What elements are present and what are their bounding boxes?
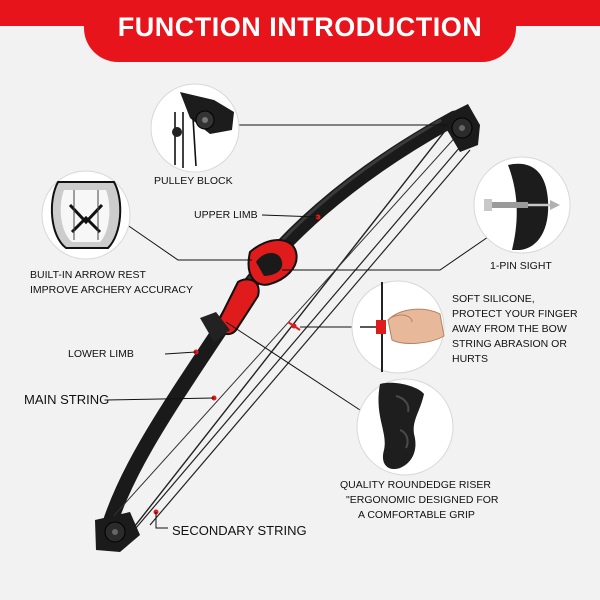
pulley-icon — [172, 92, 234, 168]
leader-secondary-string — [155, 512, 168, 529]
arrow-rest-icon — [50, 181, 122, 249]
sight-detail — [473, 156, 571, 254]
label-riser-2: "ERGONOMIC DESIGNED FOR — [346, 494, 499, 506]
label-secondary-string: SECONDARY STRING — [172, 523, 307, 538]
label-silicone-2: PROTECT YOUR FINGER — [452, 308, 578, 320]
arrow-rest-detail — [41, 170, 131, 260]
label-silicone-1: SOFT SILICONE, — [452, 293, 535, 305]
leader-arrow-rest — [119, 219, 252, 261]
leader-main-string — [105, 397, 215, 401]
finger-icon — [360, 282, 445, 372]
label-silicone-3: AWAY FROM THE BOW — [452, 323, 567, 335]
label-arrow-rest-2: IMPROVE ARCHERY ACCURACY — [30, 284, 193, 296]
sight-pin-icon — [484, 163, 560, 250]
grip-icon — [378, 382, 424, 470]
label-silicone-4: STRING ABRASION OR — [452, 338, 567, 350]
header-tab — [84, 0, 516, 62]
label-riser-3: A COMFORTABLE GRIP — [358, 509, 475, 521]
label-main-string: MAIN STRING — [24, 392, 110, 407]
leader-upper-limb — [261, 214, 319, 218]
riser-grip-detail — [356, 378, 454, 476]
label-pulley-block: PULLEY BLOCK — [154, 175, 233, 187]
label-lower-limb: LOWER LIMB — [68, 348, 134, 360]
bottom-pulley — [95, 512, 140, 552]
label-upper-limb: UPPER LIMB — [194, 209, 258, 221]
leader-lower-limb — [164, 351, 197, 355]
label-sight: 1-PIN SIGHT — [490, 260, 552, 272]
label-silicone-5: HURTS — [452, 353, 488, 365]
secondary-string-c — [109, 131, 461, 521]
label-riser-1: QUALITY ROUNDEDGE RISER — [340, 479, 491, 491]
secondary-string-b — [149, 149, 471, 526]
pulley-block-detail — [150, 83, 240, 173]
main-string — [119, 121, 453, 546]
secondary-string-a — [129, 139, 467, 536]
riser — [200, 239, 301, 342]
top-pulley — [440, 104, 480, 152]
silicone-finger-detail — [351, 280, 445, 374]
page-title: FUNCTION INTRODUCTION — [117, 12, 483, 42]
label-arrow-rest-1: BUILT-IN ARROW REST — [30, 269, 146, 281]
leader-riser — [225, 321, 361, 411]
